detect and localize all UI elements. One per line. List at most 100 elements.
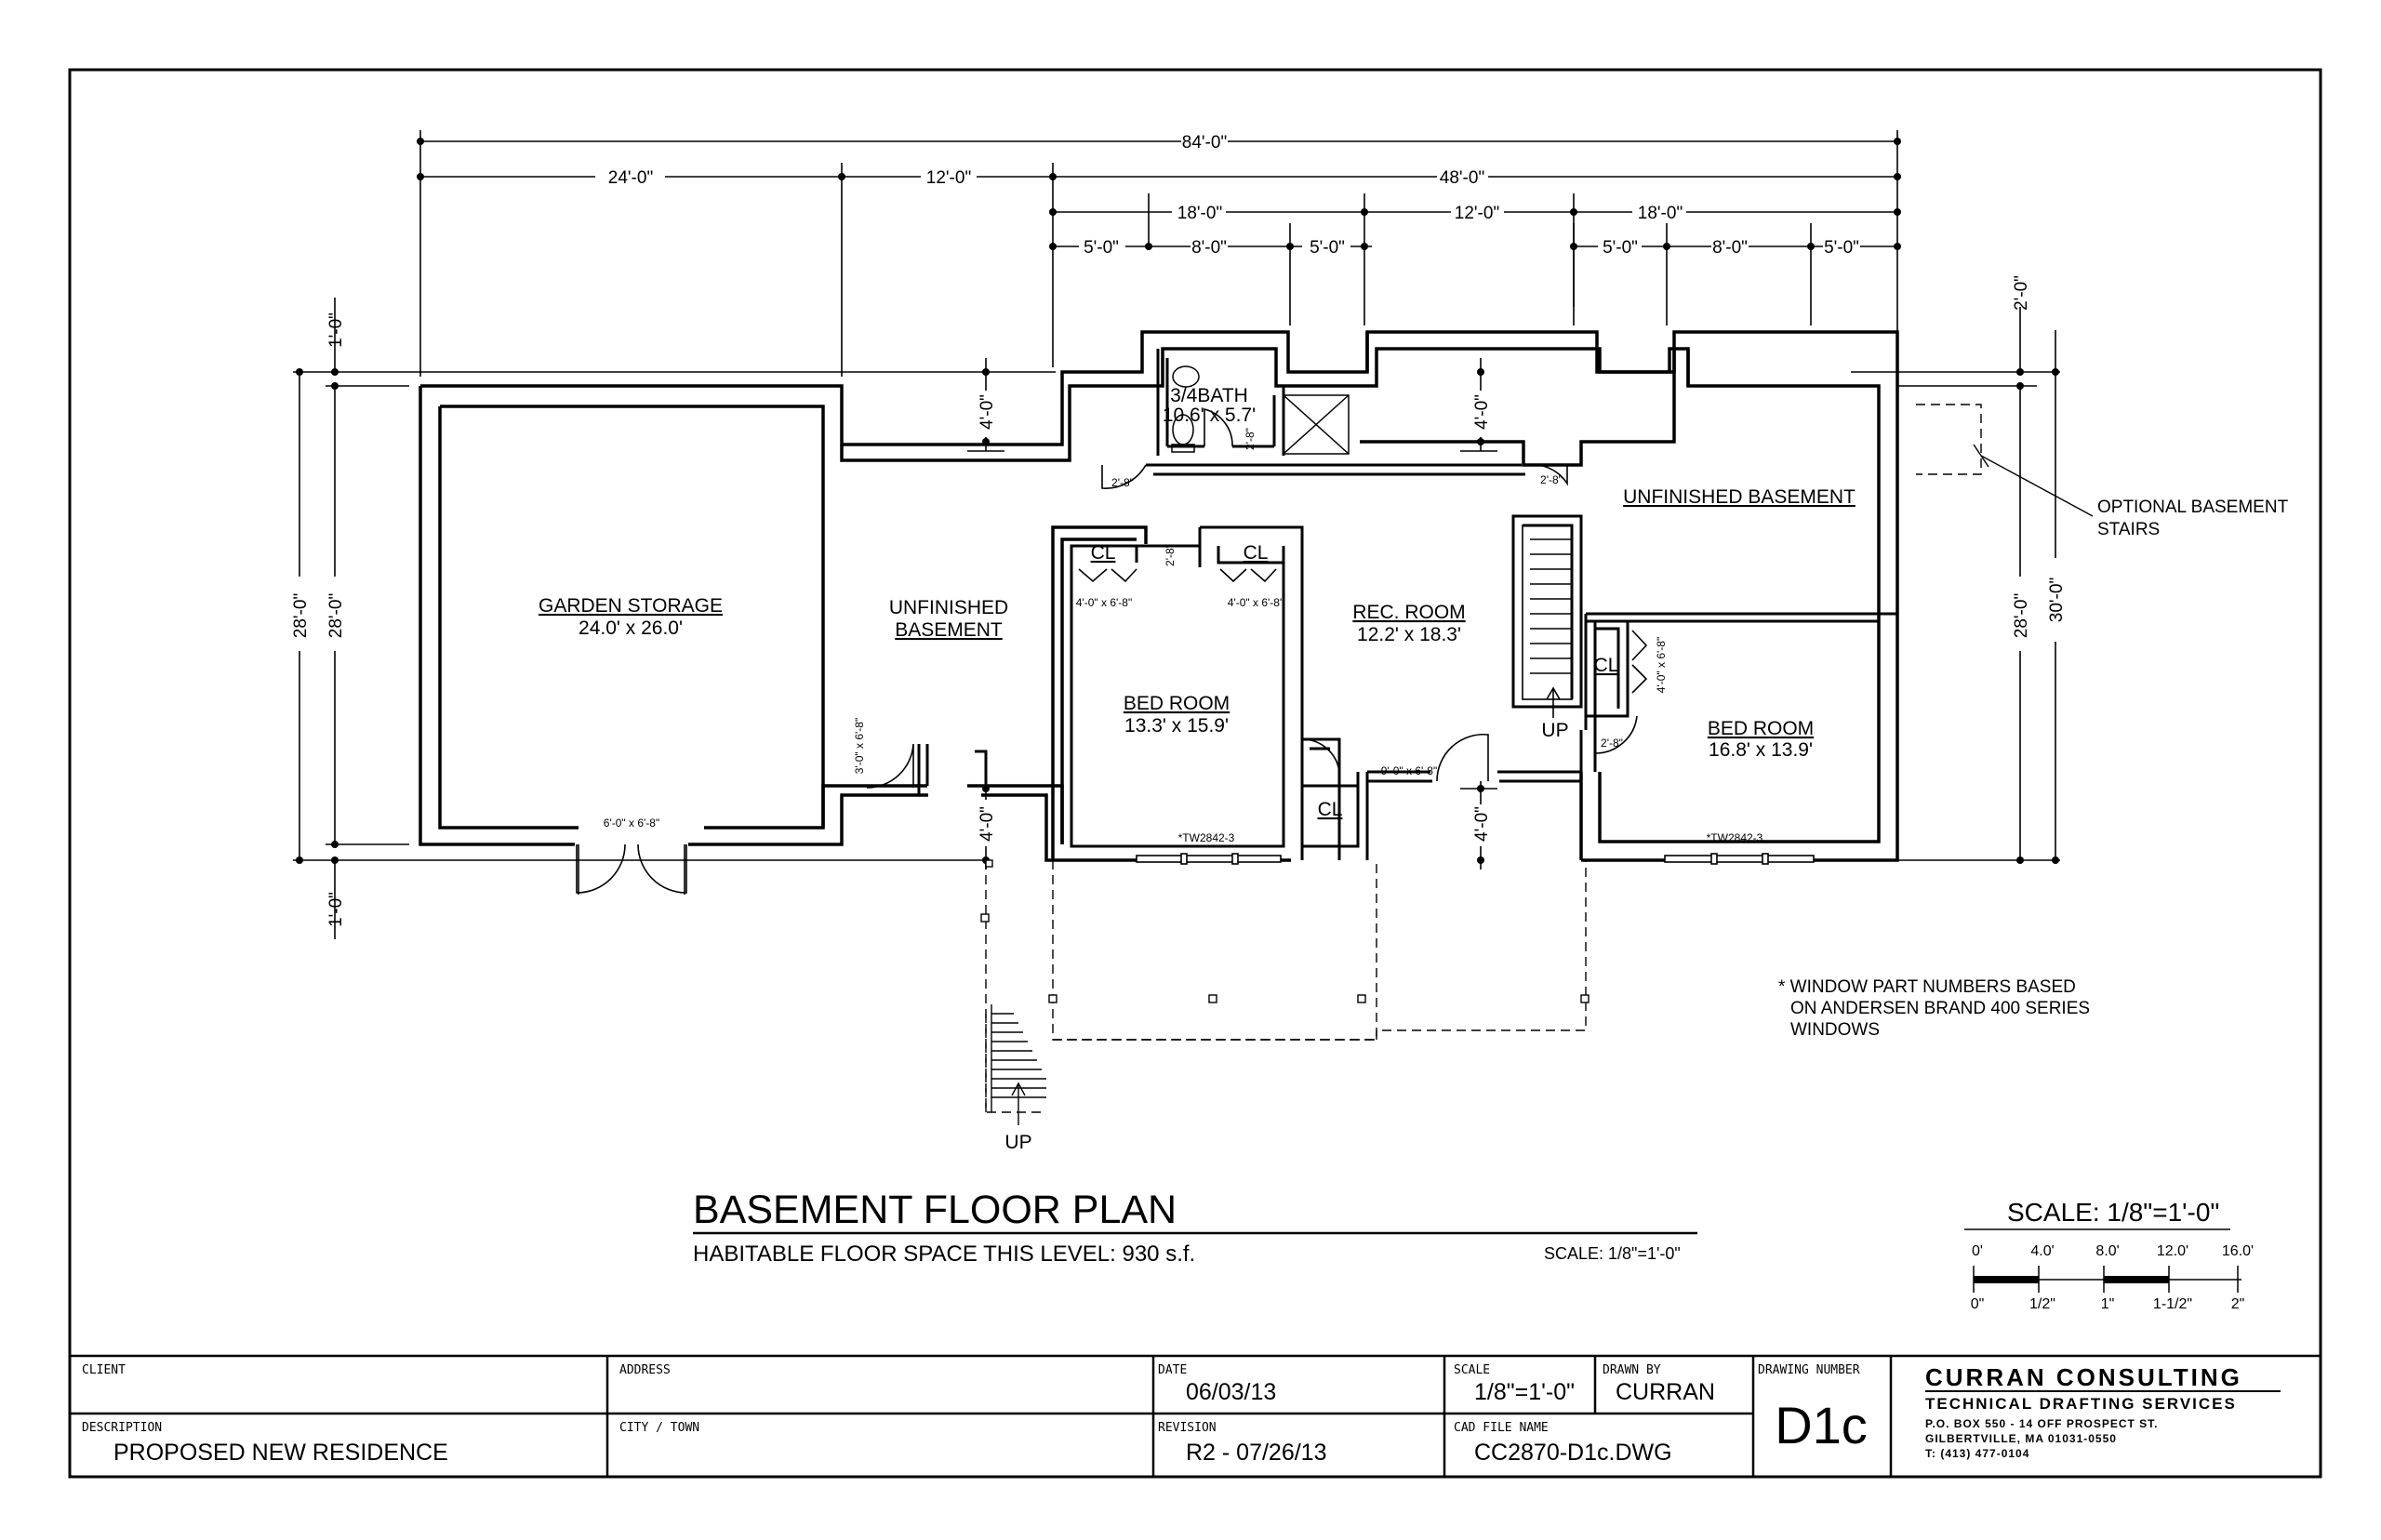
dim-notch-left-top: 4'-0" bbox=[978, 394, 997, 430]
tb-address-label: ADDRESS bbox=[619, 1363, 671, 1377]
tb-date-value: 06/03/13 bbox=[1186, 1379, 1276, 1405]
label-garden-size: 24.0' x 26.0' bbox=[579, 617, 683, 639]
dim-5a: 5'-0" bbox=[1084, 238, 1119, 258]
door-label-unf: 3'-0" x 6'-8" bbox=[853, 718, 866, 774]
label-rec-size: 12.2' x 18.3' bbox=[1357, 624, 1461, 645]
door-swings bbox=[576, 407, 1648, 895]
label-up-exterior: UP bbox=[1004, 1132, 1031, 1153]
scale-top-0: 0' bbox=[1972, 1243, 1983, 1259]
door-unf-left bbox=[866, 743, 914, 789]
note-window-1: * WINDOW PART NUMBERS BASED bbox=[1778, 977, 2076, 997]
scale-top-4: 16.0' bbox=[2222, 1243, 2254, 1259]
closet-right bbox=[1586, 619, 1629, 718]
closet-left-1 bbox=[1060, 539, 1138, 586]
tb-company: CURRAN CONSULTING bbox=[1925, 1363, 2242, 1391]
door-label-cl1: 4'-0" x 6'-8" bbox=[1076, 596, 1132, 609]
dim-8b: 8'-0" bbox=[1712, 238, 1748, 258]
garden-storage-inner bbox=[440, 405, 825, 830]
note-optional-2: STAIRS bbox=[2097, 520, 2160, 539]
dim-left-1-top: 1'-0" bbox=[326, 312, 346, 348]
shower bbox=[1283, 394, 1350, 455]
garden-storage-walls bbox=[420, 330, 1899, 862]
tb-cad-label: CAD FILE NAME bbox=[1454, 1421, 1549, 1435]
dim-12b: 12'-0" bbox=[1455, 204, 1499, 223]
dim-5d: 5'-0" bbox=[1824, 238, 1859, 258]
tb-company-phone: T: (413) 477-0104 bbox=[1925, 1447, 2029, 1460]
door-label-bed2: 2'-8" bbox=[1601, 737, 1623, 750]
door-label-rec: 9'-0" x 6'-8" bbox=[1381, 764, 1437, 777]
vertical-dimension-labels: 1'-0" 28'-0" 28'-0" 1'-0" 2'-0" 28'-0" 3… bbox=[291, 275, 2067, 927]
label-unfinished-right: UNFINISHED BASEMENT bbox=[1623, 486, 1856, 508]
tb-company-addr1: P.O. BOX 550 - 14 OFF PROSPECT ST. bbox=[1925, 1417, 2159, 1430]
dim-48: 48'-0" bbox=[1440, 168, 1484, 188]
label-cl-3: CL bbox=[1318, 799, 1343, 820]
dim-right-30: 30'-0" bbox=[2047, 578, 2067, 622]
door-garden-right bbox=[637, 843, 687, 894]
scale-top-1: 4.0' bbox=[2030, 1243, 2054, 1259]
dim-left-1-bot: 1'-0" bbox=[326, 892, 346, 927]
scale-top-2: 8.0' bbox=[2095, 1243, 2119, 1259]
scale-bot-4: 2" bbox=[2231, 1296, 2245, 1312]
cl4-bifold bbox=[1631, 630, 1648, 694]
exterior-stairs bbox=[991, 1004, 1046, 1125]
interior-stairs bbox=[1522, 524, 1573, 718]
door-label-garden: 6'-0" x 6'-8" bbox=[604, 816, 659, 830]
door-cl-box bbox=[1301, 738, 1340, 773]
title-block: CLIENT ADDRESS DATE SCALE DRAWN BY DRAWI… bbox=[70, 1354, 2321, 1477]
window-label-right: *TW2842-3 bbox=[1707, 831, 1763, 844]
tb-drawing-number-label: DRAWING NUMBER bbox=[1758, 1363, 1860, 1377]
door-label-right-top: 2'-8" bbox=[1540, 473, 1563, 486]
door-label-cl2: 4'-0" x 6'-8" bbox=[1228, 596, 1284, 609]
label-garden-storage: GARDEN STORAGE bbox=[539, 595, 723, 617]
bath-fixtures bbox=[1171, 365, 1350, 455]
label-unfinished-left-2: BASEMENT bbox=[895, 619, 1003, 641]
label-bed-right: BED ROOM bbox=[1708, 718, 1814, 739]
tb-revision-label: REVISION bbox=[1158, 1421, 1217, 1435]
dim-left-28-outer: 28'-0" bbox=[291, 593, 311, 638]
dimension-lines bbox=[293, 130, 2060, 939]
note-window-2: ON ANDERSEN BRAND 400 SERIES bbox=[1790, 999, 2090, 1018]
dim-overall: 84'-0" bbox=[1182, 133, 1227, 153]
dim-right-28: 28'-0" bbox=[2012, 593, 2031, 638]
interior-walls bbox=[917, 349, 1897, 860]
tb-company-sub: TECHNICAL DRAFTING SERVICES bbox=[1925, 1395, 2237, 1413]
scale-bot-2: 1" bbox=[2101, 1296, 2115, 1312]
tb-city-label: CITY / TOWN bbox=[619, 1421, 699, 1435]
label-bed-right-size: 16.8' x 13.9' bbox=[1709, 739, 1813, 761]
cl2-bifold bbox=[1219, 568, 1277, 583]
tb-scale-value: 1/8"=1'-0" bbox=[1474, 1379, 1575, 1405]
label-bed-left-size: 13.3' x 15.9' bbox=[1124, 715, 1229, 737]
plan-title: BASEMENT FLOOR PLAN bbox=[693, 1188, 1177, 1232]
tb-description-value: PROPOSED NEW RESIDENCE bbox=[113, 1440, 448, 1466]
cl1-bifold bbox=[1078, 568, 1137, 583]
tb-revision-value: R2 - 07/26/13 bbox=[1186, 1440, 1327, 1466]
dim-8a: 8'-0" bbox=[1191, 238, 1227, 258]
patio-posts bbox=[980, 859, 1590, 1003]
note-optional-1: OPTIONAL BASEMENT bbox=[2097, 498, 2289, 517]
window-bed-left bbox=[1136, 855, 1282, 863]
dim-notch-right-top: 4'-0" bbox=[1472, 394, 1492, 430]
door-labels: 2'-8" 2'-8" 2'-8" 2'-8" 4'-0" x 6'-8" 4'… bbox=[604, 428, 1763, 844]
door-label-bath-stair: 2'-8" bbox=[1164, 544, 1177, 566]
unfinished-left-walls bbox=[840, 347, 1581, 462]
corridor-wall bbox=[1146, 463, 1525, 476]
tb-company-addr2: GILBERTVILLE, MA 01031-0550 bbox=[1925, 1432, 2117, 1445]
room-labels: GARDEN STORAGE 24.0' x 26.0' UNFINISHED … bbox=[539, 385, 1856, 1153]
dim-18b: 18'-0" bbox=[1638, 204, 1683, 223]
dimension-labels: 84'-0" 24'-0" 12'-0" 48'-0" 18'-0" 12'-0… bbox=[608, 133, 1859, 258]
sheet-border bbox=[68, 68, 2322, 1479]
door-bed2 bbox=[1594, 715, 1638, 754]
label-cl-4: CL bbox=[1594, 655, 1619, 676]
tb-description-label: DESCRIPTION bbox=[82, 1421, 162, 1435]
tb-cad-value: CC2870-D1c.DWG bbox=[1474, 1440, 1672, 1466]
door-label-bath-left: 2'-8" bbox=[1111, 476, 1134, 489]
dim-24: 24'-0" bbox=[608, 168, 653, 188]
door-bath-inner bbox=[1204, 407, 1233, 447]
closet-left-2 bbox=[1198, 527, 1284, 567]
label-bath-size: 10.6' x 5.7' bbox=[1163, 405, 1256, 426]
door-garden-left bbox=[576, 843, 626, 894]
scale-bar: SCALE: 1/8"=1'-0" 0' 4.0' 8.0' 12.0' 16.… bbox=[1964, 1198, 2254, 1312]
optional-stair-outline bbox=[1916, 404, 1982, 475]
door-rec bbox=[1436, 733, 1489, 782]
